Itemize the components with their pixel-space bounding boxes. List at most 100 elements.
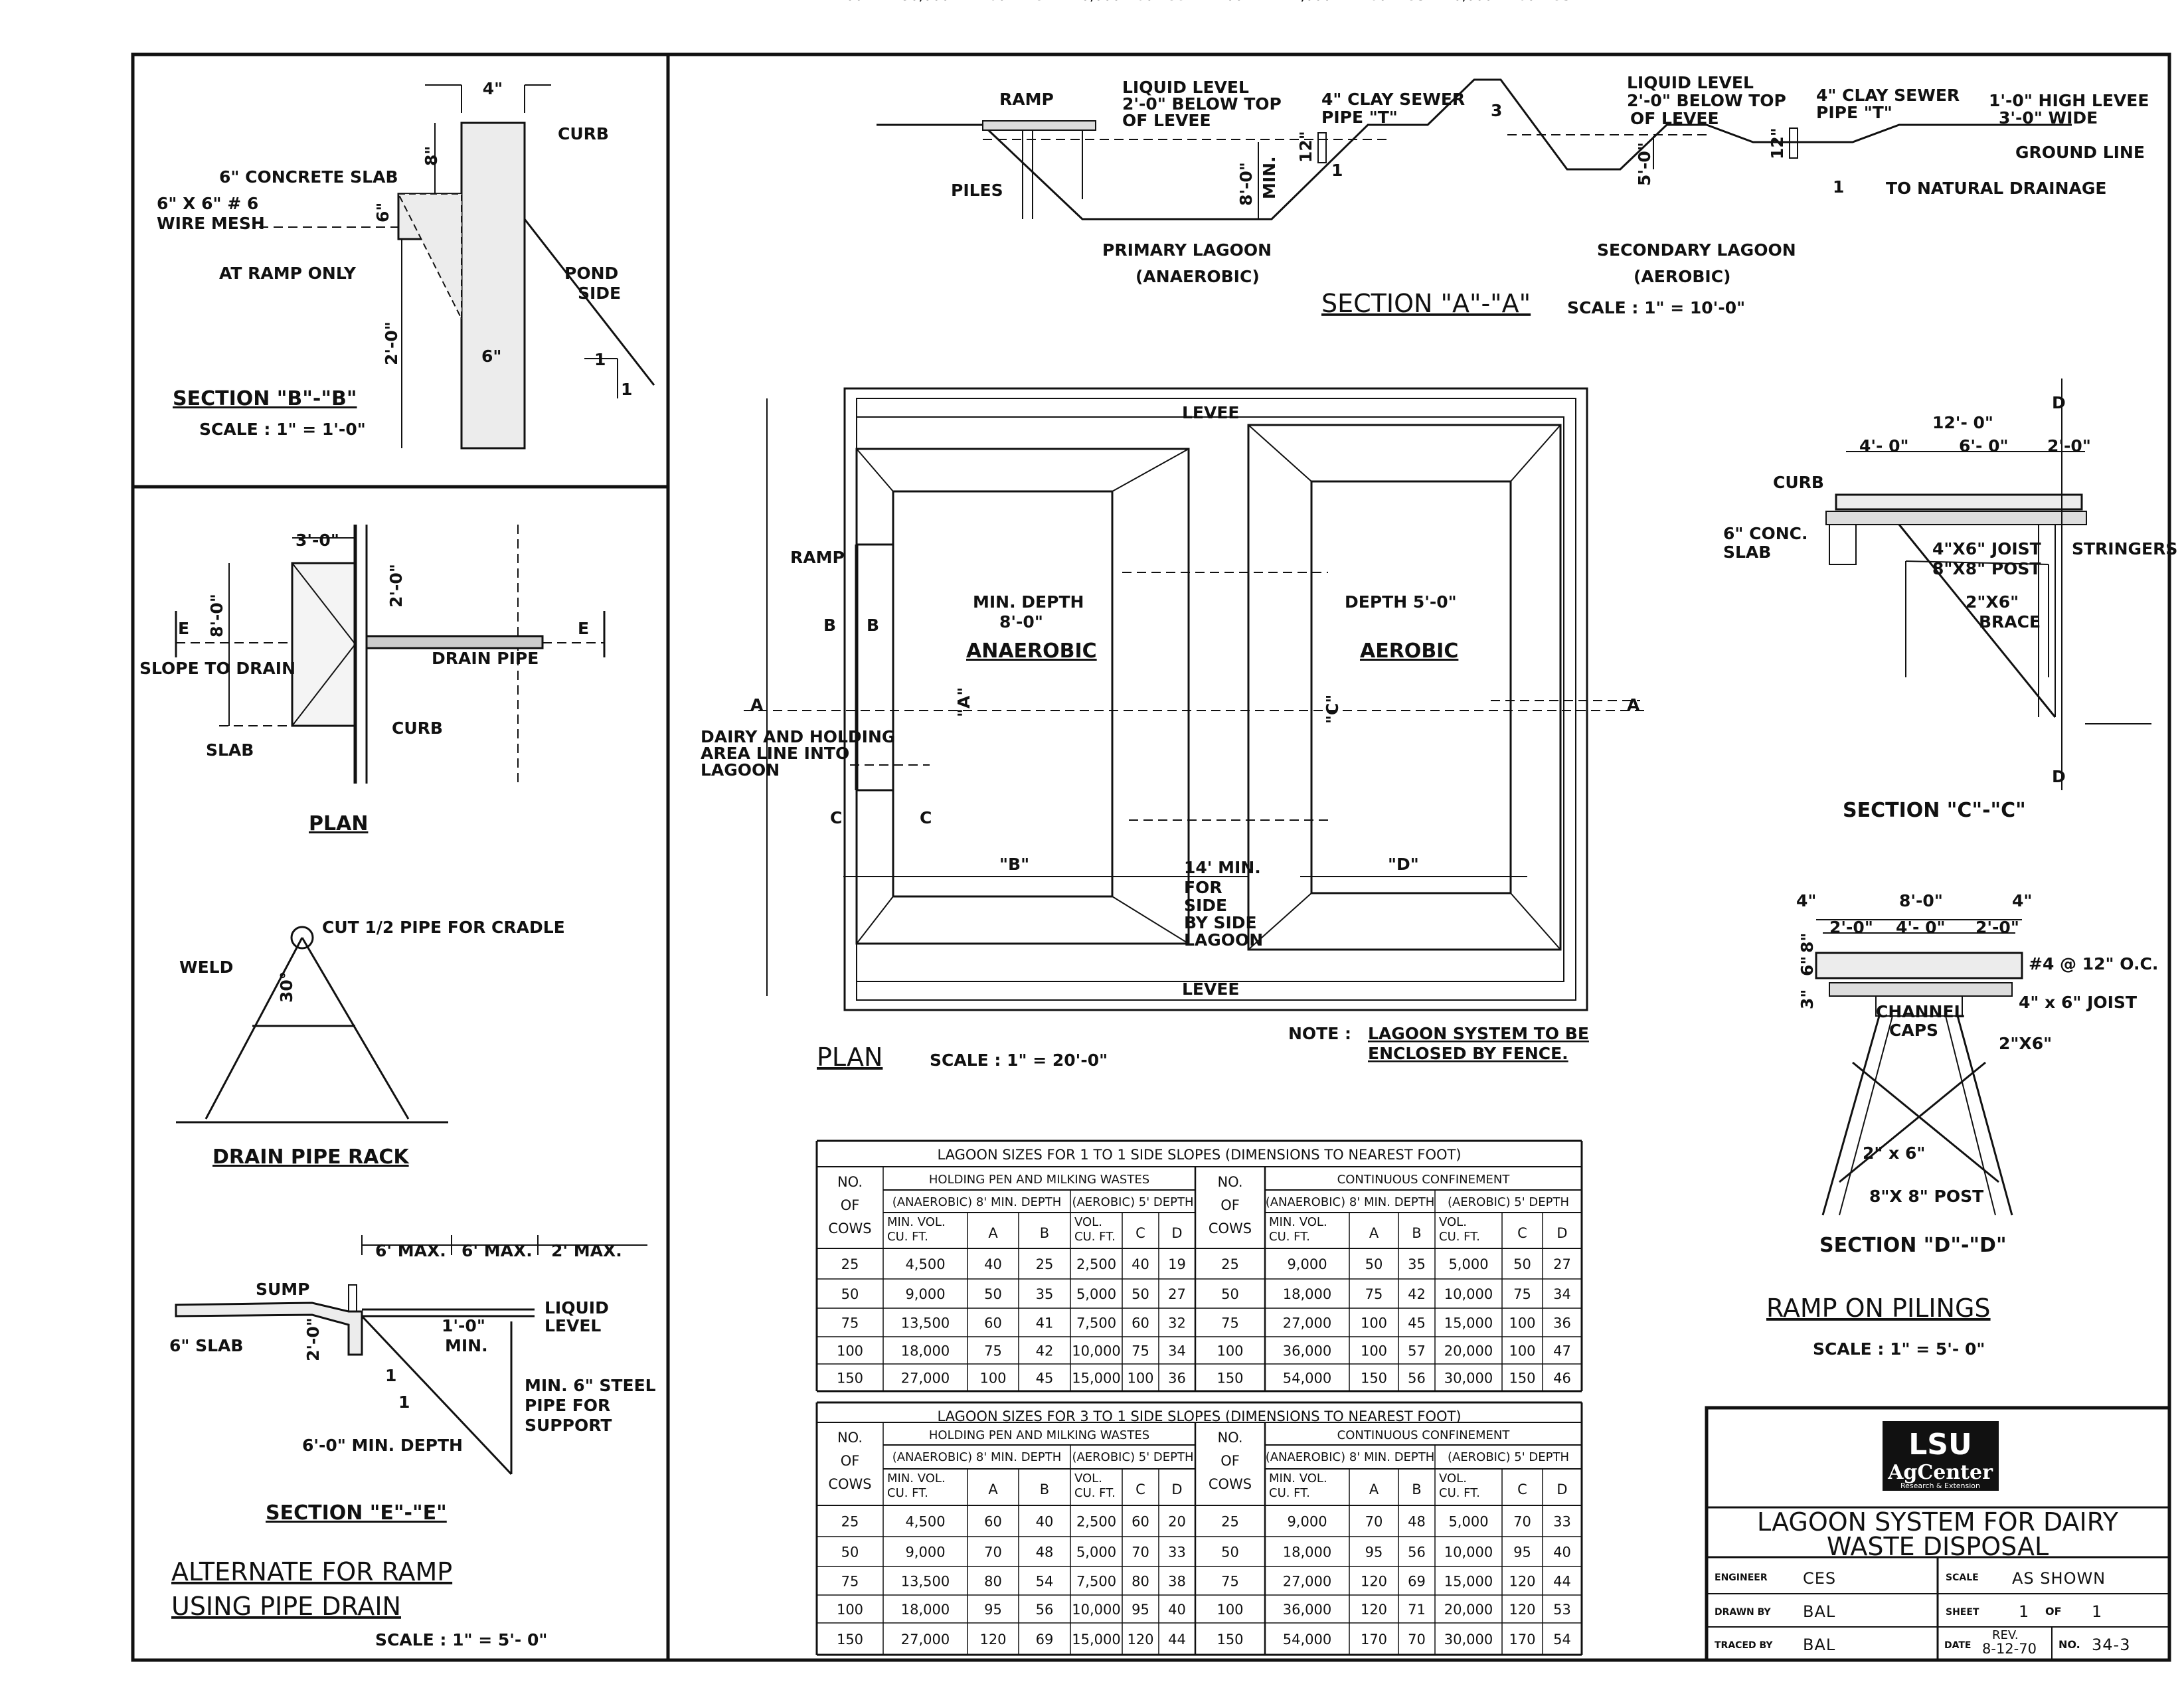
table-cell: 200 (1217, 0, 1243, 3)
header-cows: COWS (1209, 1221, 1252, 1236)
date-label: DATE (1944, 1640, 1971, 1651)
slab-label: SLAB (206, 740, 254, 760)
table-cell: 53 (1168, 0, 1186, 3)
title-block: LSU AgCenter Research & Extension LAGOON… (1705, 1406, 2171, 1662)
ground-line-label: GROUND LINE (2015, 143, 2145, 162)
section-aa: RAMP LIQUID LEVEL 2'-0" BELOW TOP OF LEV… (877, 73, 2149, 318)
dim-6-label: 6" (373, 203, 392, 222)
table-cell: 20,000 (1444, 1343, 1493, 1359)
table-cell: 4,500 (905, 1256, 945, 1272)
table-cell: 50 (841, 1286, 859, 1302)
dim-d-label: "D" (1388, 855, 1419, 874)
pond-slope (361, 1315, 513, 1476)
table-cell: 20 (1168, 1514, 1186, 1530)
dim-a-label: "A" (954, 687, 973, 717)
d-top-label: D (2052, 393, 2066, 412)
table-cell: 69 (1408, 1574, 1426, 1590)
drain-rack-title: DRAIN PIPE RACK (212, 1145, 410, 1169)
header-of: OF (841, 1453, 860, 1469)
aerobic-outer (1247, 424, 1562, 951)
table-cell: 32 (1168, 1315, 1186, 1331)
brace-b-label: 2" x 6" (1863, 1143, 1925, 1163)
table-cell: 120 (1127, 0, 1153, 3)
lagoon-size-tables: LAGOON SIZES FOR 1 TO 1 SIDE SLOPES (DIM… (815, 0, 1583, 1656)
aerobic-label-2: AEROBIC (1360, 639, 1458, 663)
header-col_b: B (1040, 1481, 1049, 1497)
table-cell: 40,000 (1444, 0, 1493, 3)
dairy-label-3: LAGOON (701, 760, 780, 780)
table-cell: 75 (1132, 1343, 1149, 1359)
table-cell: 100 (837, 1343, 863, 1359)
levee-top-label: LEVEE (1182, 403, 1240, 422)
slab-label: 6" SLAB (169, 1336, 243, 1355)
ramp-slab (291, 562, 357, 727)
slope-1-label: 1 (385, 1366, 396, 1385)
logo-line-3: Research & Extension (1900, 1481, 1980, 1490)
header-col_d: D (1556, 1481, 1567, 1497)
table-cell: 100 (1127, 0, 1153, 3)
plan-small: 3'-0" 8'-0" 2'-0" E E SLOPE TO DRAIN DRA… (139, 525, 606, 835)
table-cell: 9,000 (905, 1286, 945, 1302)
table-cell: 7,500 (1076, 1315, 1116, 1331)
dim-10-label: 1'-0" (442, 1316, 485, 1335)
alternate-title-2: USING PIPE DRAIN (171, 1592, 401, 1621)
header-col_c: C (1135, 1225, 1145, 1241)
curb-label: CURB (1773, 473, 1824, 492)
table-cell: 42 (1036, 1343, 1054, 1359)
table-cell: 80 (984, 1574, 1002, 1590)
liquid-label-1: LIQUID LEVEL (1122, 78, 1249, 97)
dairy-label-1: DAIRY AND HOLDING (701, 727, 895, 746)
dim-6max-2-label: 6' MAX. (462, 1241, 533, 1260)
drain-pipe-rack: CUT 1/2 PIPE FOR CRADLE WELD 30° DRAIN P… (176, 918, 565, 1169)
table-cell: 20,000 (1072, 0, 1120, 3)
slab-and-sump (175, 1302, 363, 1356)
table-cell: 120 (1509, 1574, 1535, 1590)
table-cell: 53 (1553, 1602, 1571, 1618)
slope-2-label: 1 (398, 1393, 410, 1412)
aerobic-inner (1310, 480, 1512, 894)
table-cell: 13,500 (901, 1574, 950, 1590)
note-line-1: LAGOON SYSTEM TO BE (1368, 1024, 1589, 1043)
header-of: OF (1220, 1197, 1240, 1213)
traced-value: BAL (1803, 1636, 1835, 1654)
table-cell: 40 (984, 1256, 1002, 1272)
pond-side-slope (523, 218, 655, 386)
stringers-label: STRINGERS (2072, 539, 2177, 558)
table-cell: 170 (1509, 1632, 1535, 1647)
header-col_c: C (1135, 1481, 1145, 1497)
table-cell: 40,000 (1444, 0, 1493, 3)
sheet-border (131, 52, 2171, 1662)
side-label-1: 14' MIN. (1184, 858, 1261, 877)
header-col_d: D (1171, 1481, 1182, 1497)
liquid2-label-2: 2'-0" BELOW TOP (1627, 91, 1786, 110)
header-cows: COWS (1209, 1476, 1252, 1492)
sheet-of: OF (2045, 1605, 2062, 1618)
table-cell: 18,000 (901, 1602, 950, 1618)
dim-8v-label: 8" (1798, 933, 1817, 953)
sheet-total: 1 (2092, 1602, 2102, 1621)
dim-2l-label: 2'-0" (1829, 918, 1873, 937)
deck-slab (1815, 952, 2023, 979)
dim-20-label: 2'-0" (386, 564, 406, 608)
dim-30-label: 3'-0" (295, 531, 339, 550)
table-cell: 25 (1221, 1514, 1239, 1530)
brace-a-label: 2"X6" (1999, 1034, 2052, 1053)
table-cell: 27 (1553, 1256, 1571, 1272)
ramp-label: RAMP (999, 90, 1054, 109)
drain-pipe-label: DRAIN PIPE (432, 649, 539, 668)
side-label-4: BY SIDE (1184, 913, 1257, 932)
drawn-value: BAL (1803, 1602, 1835, 1621)
table-title: LAGOON SIZES FOR 1 TO 1 SIDE SLOPES (DIM… (937, 1147, 1461, 1163)
curb-label: CURB (558, 124, 609, 143)
slope-3-label: 3 (1491, 101, 1502, 120)
table-cell: 45 (1036, 1371, 1054, 1387)
table-cell: 18,000 (1283, 1545, 1331, 1561)
table-cell: 27,000 (901, 1371, 950, 1387)
header-min-vol: MIN. VOL. (1269, 1215, 1327, 1229)
dim-6b-label: 6" (481, 347, 501, 366)
table-cell: 50 (984, 1286, 1002, 1302)
table-cell: 25 (1036, 1256, 1054, 1272)
table-cell: 50 (1132, 1286, 1149, 1302)
table-cell: 5,000 (1076, 1286, 1116, 1302)
drawn-label: DRAWN BY (1715, 1607, 1772, 1618)
